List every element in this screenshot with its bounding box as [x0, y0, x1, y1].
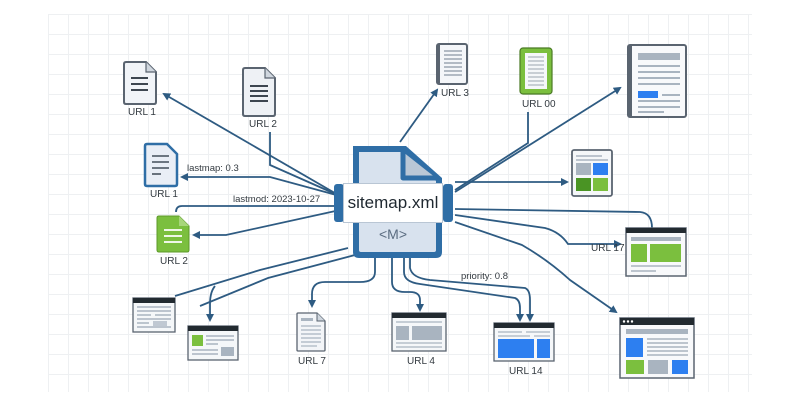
dashboard-browser-icon [619, 317, 695, 379]
edge-label-lastmap: lastmap: 0.3 [187, 163, 239, 174]
edge-label-priority: priority: 0.8 [461, 271, 508, 282]
url2-green-document-icon [156, 215, 190, 253]
url1-blue-document-icon [143, 142, 179, 188]
url14-browser-icon [493, 322, 555, 362]
url4-browser-icon [391, 312, 447, 352]
sitemap-filename-label: sitemap.xml [343, 183, 443, 223]
edge-label-lastmod: lastmod: 2023-10-27 [233, 194, 321, 205]
url17-browser-icon [625, 227, 687, 277]
edge-to-url17 [454, 214, 622, 248]
article-page-icon [627, 44, 687, 118]
node-label-url3: URL 3 [441, 88, 469, 99]
edge-to-form-page [174, 247, 349, 297]
url3-document-icon [436, 43, 468, 85]
edge-to-url14-a [403, 258, 524, 322]
edge-to-green-page [199, 254, 356, 307]
edge-to-url1-blue [180, 173, 341, 197]
edge-to-url14-b [409, 258, 534, 322]
form-page-browser-icon [132, 297, 176, 333]
edge-to-url2-green [192, 209, 341, 239]
edge-to-url00 [454, 112, 529, 191]
node-label-url1-top: URL 1 [128, 107, 156, 118]
node-label-url1-blue: URL 1 [150, 189, 178, 200]
edge-to-article [454, 86, 622, 193]
grid-page-icon [571, 149, 613, 197]
edge-to-url3 [399, 88, 439, 143]
node-label-url7: URL 7 [298, 356, 326, 367]
edge-to-url17-top [454, 208, 653, 229]
url00-tablet-icon [519, 47, 553, 95]
node-label-url2-top: URL 2 [249, 119, 277, 130]
edge-to-url1-top [162, 92, 341, 197]
url7-document-icon [296, 312, 326, 352]
node-label-url2-green: URL 2 [160, 256, 188, 267]
url1-top-document-icon [123, 61, 157, 105]
sitemap-badge: <M> [378, 226, 407, 242]
url2-top-document-icon [242, 67, 276, 117]
edge-to-green-page-drop [206, 285, 216, 322]
edge-to-url2-top [269, 132, 341, 197]
edge-to-dashboard [454, 221, 618, 314]
node-label-url00: URL 00 [522, 99, 556, 110]
node-label-url17: URL 17 [591, 243, 625, 254]
node-label-url4: URL 4 [407, 356, 435, 367]
node-label-url14: URL 14 [509, 366, 543, 377]
edge-to-url4 [391, 258, 424, 312]
edge-lastmod [175, 205, 340, 213]
edge-to-url7 [308, 258, 376, 308]
green-page-browser-icon [187, 325, 239, 361]
